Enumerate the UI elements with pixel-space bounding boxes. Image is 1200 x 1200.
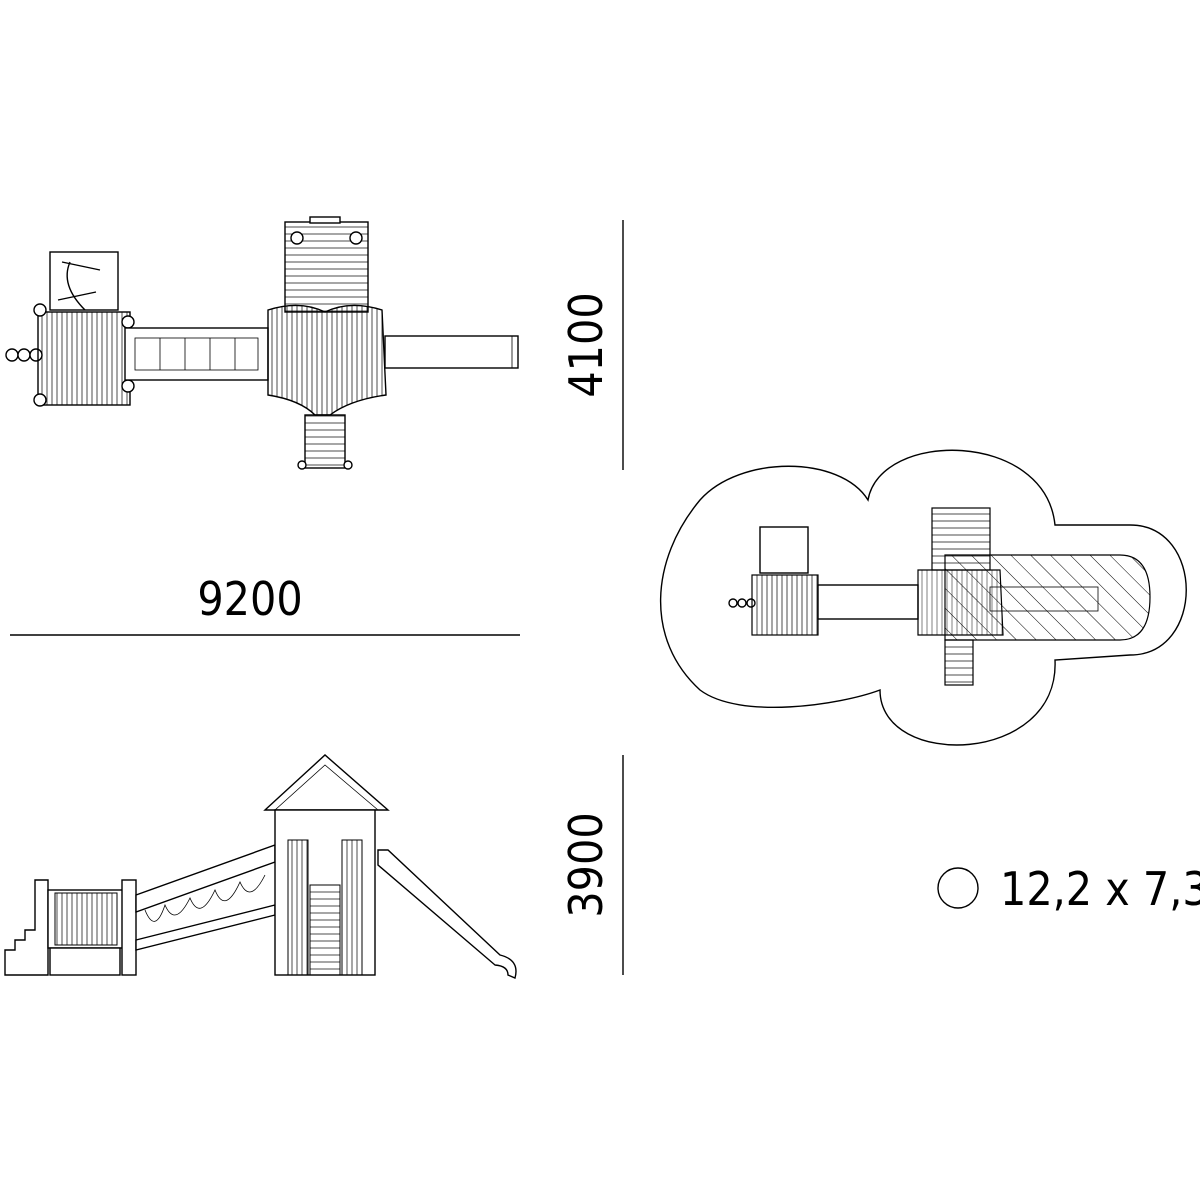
width-dimension-label: 9200 — [197, 572, 302, 626]
depth-dimension-label: 4100 — [559, 292, 613, 397]
safety-area-label: 12,2 x 7,3 — [1000, 862, 1200, 916]
plan-view — [5, 216, 519, 470]
elevation-view — [4, 754, 517, 979]
circle-icon — [937, 867, 979, 909]
safety-area-plan — [659, 449, 1187, 746]
height-dimension-label: 3900 — [559, 812, 613, 917]
